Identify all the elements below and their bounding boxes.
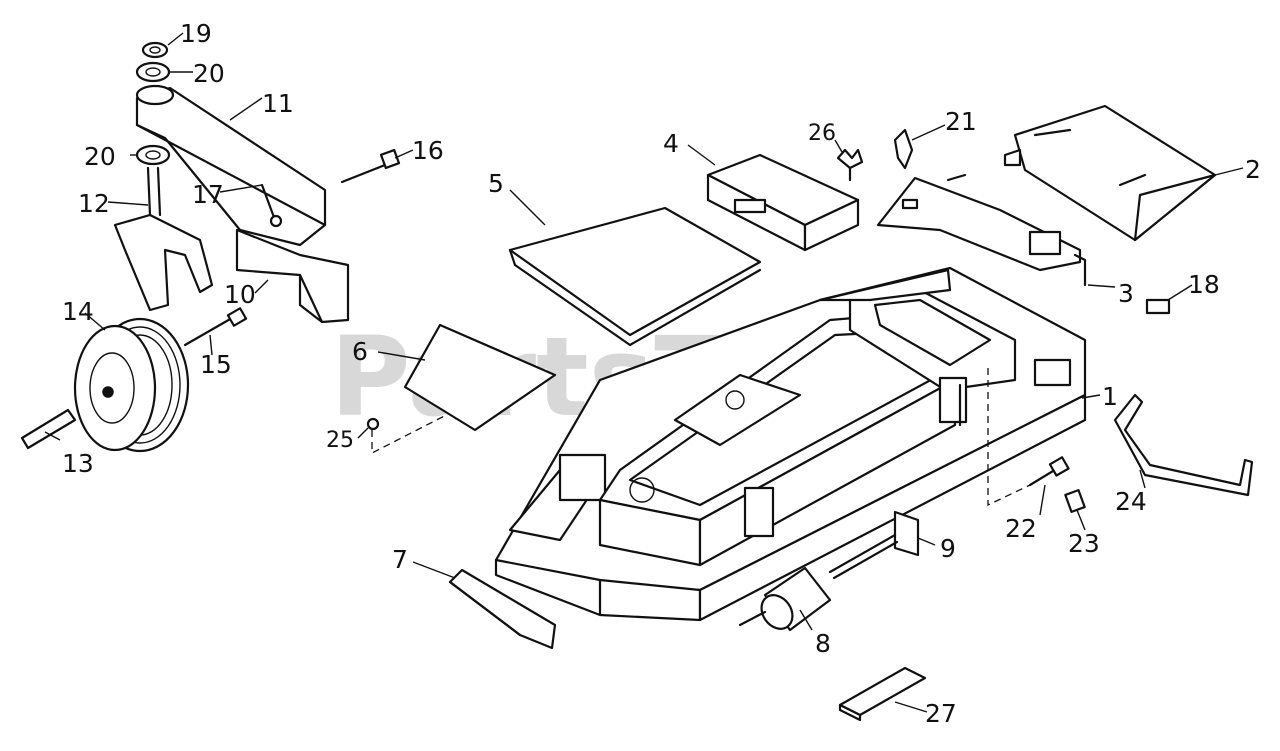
part-20-bearing-upper[interactable] (135, 61, 171, 83)
callout-8: 8 (815, 629, 831, 658)
part-19-nut[interactable] (141, 41, 169, 59)
callout-26: 26 (808, 121, 836, 146)
callout-27: 27 (925, 699, 957, 728)
part-2-rear-cover[interactable] (1003, 104, 1217, 242)
callout-20-lower: 20 (84, 142, 116, 171)
callout-7: 7 (392, 545, 408, 574)
part-7-front-baffle[interactable] (448, 568, 557, 650)
part-4-belt-cover[interactable] (706, 153, 860, 252)
callout-13: 13 (62, 449, 94, 478)
callout-6: 6 (352, 337, 368, 366)
callout-10: 10 (224, 280, 256, 309)
part-24-deflector-rod[interactable] (1113, 393, 1254, 497)
assembly-guide-line-25 (371, 407, 461, 455)
part-10-hanger-bracket[interactable] (235, 228, 350, 324)
part-11-caster-arm[interactable] (135, 84, 327, 247)
callout-labels: 1 2 3 4 5 6 7 8 9 10 11 12 13 14 15 16 1… (62, 19, 1261, 728)
callout-23: 23 (1068, 529, 1100, 558)
part-12-caster-fork[interactable] (113, 166, 214, 312)
part-26-wing-bolt[interactable] (836, 148, 864, 182)
callout-2: 2 (1245, 155, 1261, 184)
part-6-shield-plate[interactable] (403, 323, 557, 432)
assembly-guide-line-22 (987, 368, 1031, 507)
callout-3: 3 (1118, 279, 1134, 308)
part-18-clip[interactable] (1145, 298, 1171, 315)
part-3-deflector-bracket[interactable] (876, 173, 1087, 287)
part-8-roller[interactable] (738, 566, 832, 635)
part-22-bolt[interactable] (1028, 456, 1070, 487)
callout-25: 25 (326, 428, 354, 453)
callout-4: 4 (663, 129, 679, 158)
callout-1: 1 (1102, 382, 1118, 411)
part-14-caster-wheel[interactable] (73, 317, 190, 453)
callout-17: 17 (192, 180, 224, 209)
callout-22: 22 (1005, 514, 1037, 543)
part-16-bolt[interactable] (340, 148, 401, 184)
callout-19: 19 (180, 19, 212, 48)
callout-21: 21 (945, 107, 977, 136)
callout-12: 12 (78, 189, 110, 218)
callout-9: 9 (940, 534, 956, 563)
part-9-roller-bracket[interactable] (828, 510, 920, 580)
callout-5: 5 (488, 169, 504, 198)
part-21-latch[interactable] (893, 128, 914, 170)
callout-15: 15 (200, 350, 232, 379)
part-5-cover-plate[interactable] (508, 206, 762, 347)
part-15-bolt[interactable] (183, 307, 248, 347)
callout-16: 16 (412, 136, 444, 165)
part-1-deck-housing[interactable] (494, 266, 1087, 622)
leader-lines (44, 32, 1244, 713)
callout-14: 14 (62, 297, 94, 326)
part-27-mounting-plate[interactable] (838, 666, 927, 722)
callout-20-upper: 20 (193, 59, 225, 88)
part-17-pin[interactable] (260, 183, 283, 228)
part-23-washer[interactable] (1064, 489, 1086, 513)
callout-11: 11 (262, 89, 294, 118)
callout-18: 18 (1188, 270, 1220, 299)
part-20-bearing-lower[interactable] (135, 144, 171, 166)
callout-24: 24 (1115, 487, 1147, 516)
part-13-axle-pin[interactable] (20, 408, 77, 450)
part-25-screw[interactable] (366, 417, 380, 431)
